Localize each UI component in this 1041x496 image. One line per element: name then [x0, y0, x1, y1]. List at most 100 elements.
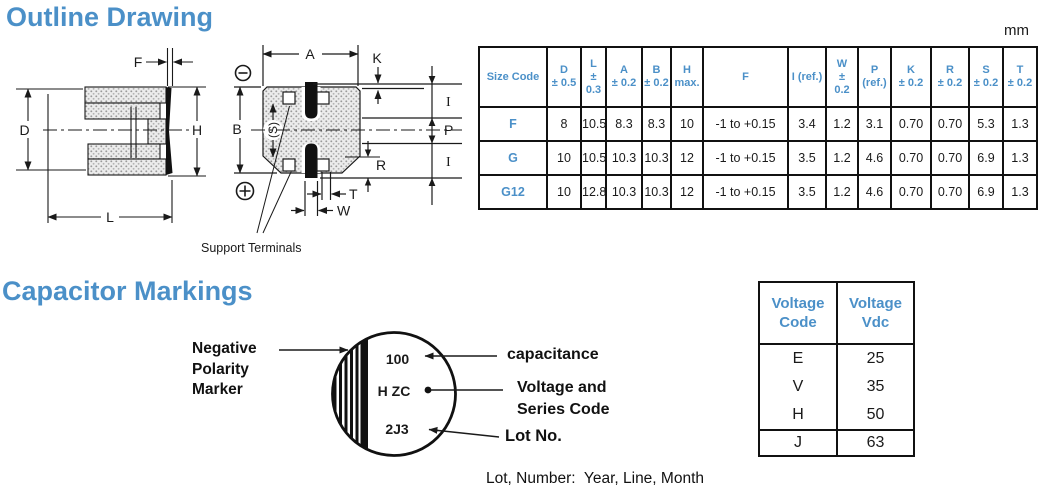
dimension-value-cell: 1.2	[825, 140, 859, 176]
callout-voltage-series: Voltage and Series Code	[517, 377, 609, 420]
dimension-value-cell: 12	[670, 174, 704, 210]
dim-label-i-top: I	[446, 95, 451, 110]
dimension-value-cell: 10.3	[641, 140, 672, 176]
negative-polarity-line3: Marker	[192, 381, 243, 398]
dim-label-r: R	[376, 157, 386, 173]
dimension-value-cell: 8.3	[641, 106, 672, 142]
dim-label-t: T	[349, 186, 358, 202]
dimension-value-cell: 10	[670, 106, 704, 142]
dimension-value-cell: 3.1	[857, 106, 892, 142]
support-terminals-label: Support Terminals	[201, 241, 302, 255]
outline-drawing-heading: Outline Drawing	[6, 2, 214, 32]
dimension-table-header-cell: K± 0.2	[890, 46, 932, 108]
dim-label-l: L	[106, 209, 114, 225]
dimension-table-header-cell: F	[702, 46, 789, 108]
voltage-leader-dot	[424, 386, 432, 394]
dimension-value-cell: 10.3	[605, 140, 643, 176]
dimension-value-cell: -1 to +0.15	[702, 140, 789, 176]
voltage-vdc-group-cell: 25 35 50	[836, 343, 915, 431]
side-marker-edge	[166, 87, 173, 175]
callout-voltage-line2: Series Code	[517, 400, 610, 418]
voltage-code-value: V	[792, 378, 804, 395]
dimension-value-cell: 0.70	[890, 140, 932, 176]
dim-label-i-bottom: I	[446, 155, 451, 170]
dimension-value-cell: 10.5	[580, 106, 607, 142]
lot-number-caption: Lot, Number: Year, Line, Month	[486, 470, 704, 487]
cap-marking-lot: 2J3	[385, 421, 409, 437]
negative-polarity-label: Negative Polarity Marker	[192, 339, 257, 401]
dimension-value-cell: 4.6	[857, 174, 892, 210]
dimension-table-header-cell: L±0.3	[580, 46, 607, 108]
dimension-value-cell: 0.70	[890, 174, 932, 210]
minus-polarity-icon	[234, 64, 252, 82]
negative-polarity-line1: Negative	[192, 340, 257, 357]
dimension-value-cell: 5.3	[968, 106, 1004, 142]
capacitor-body-section	[84, 86, 167, 176]
capacitor-markings-heading: Capacitor Markings	[2, 276, 253, 306]
header-line: Voltage	[848, 295, 903, 312]
support-terminal-squares	[282, 91, 330, 172]
terminal-pad-bottom	[305, 143, 318, 178]
dimension-value-cell: 10	[546, 174, 582, 210]
dimension-value-cell: 8	[546, 106, 582, 142]
header-line: Vdc	[861, 314, 890, 331]
dimension-value-cell: 3.4	[787, 106, 827, 142]
dimension-table-header-cell: Size Code	[478, 46, 548, 108]
header-line: Code	[779, 314, 817, 331]
outline-drawings: D H F L (S)	[16, 45, 462, 234]
voltage-table-row-j: J 63	[758, 429, 915, 457]
dimension-value-cell: 12	[670, 140, 704, 176]
dimension-value-cell: 12.8	[580, 174, 607, 210]
dim-label-f: F	[134, 54, 143, 70]
dimension-table-header-cell: S± 0.2	[968, 46, 1004, 108]
callout-voltage-line1: Voltage and	[517, 379, 607, 396]
dimension-table-header-cell: T± 0.2	[1002, 46, 1038, 108]
unit-label: mm	[1004, 22, 1029, 39]
header-line: Voltage	[771, 295, 825, 312]
cap-marking-voltage-series: H ZC	[378, 383, 411, 399]
voltage-vdc-value: 25	[866, 350, 885, 367]
dimension-value-cell: 4.6	[857, 140, 892, 176]
voltage-code-value: H	[792, 406, 804, 423]
capacitor-top-diagram: 100 H ZC 2J3	[279, 331, 503, 457]
dimension-value-cell: 10.3	[605, 174, 643, 210]
dimension-value-cell: 10.3	[641, 174, 672, 210]
dimension-value-cell: 6.9	[968, 174, 1004, 210]
dimension-value-cell: 8.3	[605, 106, 643, 142]
dimension-table-header-cell: I (ref.)	[787, 46, 827, 108]
dimension-value-cell: 1.2	[825, 174, 859, 210]
dimension-value-cell: 1.3	[1002, 106, 1038, 142]
dim-label-s: (S)	[266, 122, 280, 138]
negative-polarity-line2: Polarity	[192, 360, 249, 378]
dim-label-a: A	[305, 46, 315, 62]
dimension-table-header-cell: R± 0.2	[930, 46, 970, 108]
dimension-value-cell: 6.9	[968, 140, 1004, 176]
voltage-vdc-value: 35	[866, 378, 885, 395]
dimension-value-cell: 3.5	[787, 174, 827, 210]
dimension-value-cell: 0.70	[890, 106, 932, 142]
callout-capacitance: capacitance	[507, 346, 599, 363]
size-code-cell: G12	[478, 174, 548, 210]
lead-wires	[130, 107, 137, 158]
support-terminal-leaders	[256, 105, 292, 234]
bottom-view-drawing: (S) B A K I P I	[230, 45, 462, 234]
dimension-value-cell: 0.70	[930, 106, 970, 142]
dim-label-w: W	[337, 203, 351, 219]
dim-label-h: H	[192, 122, 202, 138]
dim-label-b: B	[232, 121, 241, 137]
dim-label-k: K	[372, 50, 382, 66]
dim-label-p: P	[444, 122, 453, 138]
voltage-table-group-row: E V H 25 35 50	[758, 343, 915, 431]
dimension-table-header-cell: B± 0.2	[641, 46, 672, 108]
dimension-table-header-cell: A± 0.2	[605, 46, 643, 108]
